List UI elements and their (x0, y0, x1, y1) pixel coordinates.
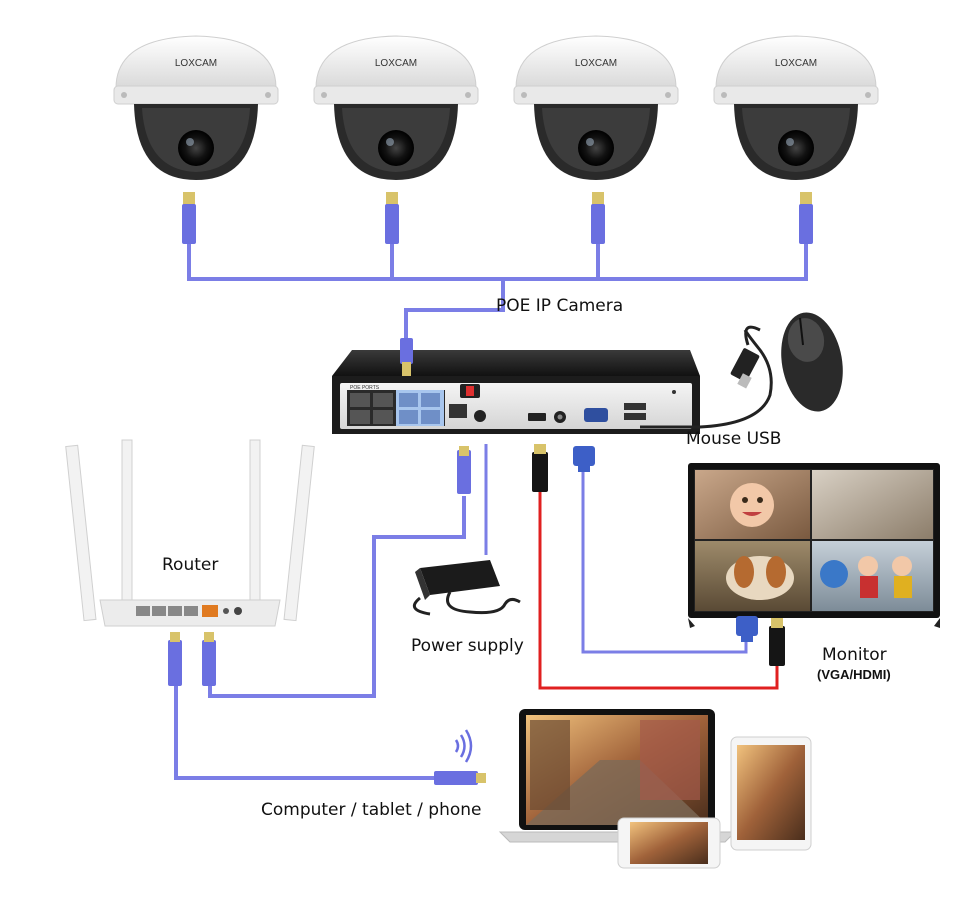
monitor (688, 463, 940, 628)
hdmi-connector-nvr (532, 444, 548, 492)
phone (617, 817, 721, 869)
svg-text:POE PORTS: POE PORTS (350, 385, 380, 391)
usb-mouse (640, 312, 843, 429)
router-port-connectors (168, 632, 216, 686)
wifi-icon (454, 729, 473, 763)
nvr-uplink-connector (400, 338, 413, 376)
label-mouse-usb: Mouse USB (686, 429, 782, 449)
camera-bus-cable (187, 240, 808, 340)
label-devices: Computer / tablet / phone (261, 800, 482, 820)
monitor-hdmi-connector (769, 618, 785, 666)
label-monitor-sub: (VGA/HDMI) (817, 667, 891, 682)
nvr-recorder: POE PORTS (332, 350, 700, 434)
poe-ports (347, 390, 445, 426)
router (65, 439, 315, 627)
usb-port-1 (624, 403, 646, 410)
hdmi-cable (538, 490, 779, 690)
label-power-supply: Power supply (411, 636, 524, 656)
label-router: Router (162, 555, 219, 575)
vga-connector-nvr (573, 446, 595, 472)
lan-port (449, 404, 467, 418)
power-supply (412, 444, 521, 616)
camera-brand-logo: LOXCAM (175, 58, 217, 69)
nvr-lan-connector (457, 446, 471, 494)
monitor-vga-connector (736, 616, 758, 642)
tablet (730, 736, 812, 851)
devices-lan-connector (434, 771, 486, 785)
camera-connector-1 (182, 192, 196, 244)
dome-camera-1: LOXCAM (113, 35, 279, 180)
lan-cable-nvr-router (208, 496, 466, 698)
vga-port (584, 408, 608, 422)
label-monitor: Monitor (822, 645, 887, 665)
camera-brand-logo: LOXCAM (375, 58, 417, 69)
camera-brand-logo: LOXCAM (575, 58, 617, 69)
camera-connector-3 (591, 192, 605, 244)
laptop (498, 709, 737, 843)
lan-cable-router-devices (174, 686, 436, 780)
usb-port-2 (624, 413, 646, 420)
dome-camera-4: LOXCAM (713, 35, 879, 180)
camera-connector-2 (385, 192, 399, 244)
dome-camera-3: LOXCAM (513, 35, 679, 180)
hdmi-port (528, 413, 546, 421)
camera-brand-logo: LOXCAM (775, 58, 817, 69)
camera-connector-4 (799, 192, 813, 244)
label-poe-camera: POE IP Camera (496, 296, 624, 316)
vga-cable (581, 470, 748, 654)
dome-camera-2: LOXCAM (313, 35, 479, 180)
dc-input (474, 410, 486, 422)
